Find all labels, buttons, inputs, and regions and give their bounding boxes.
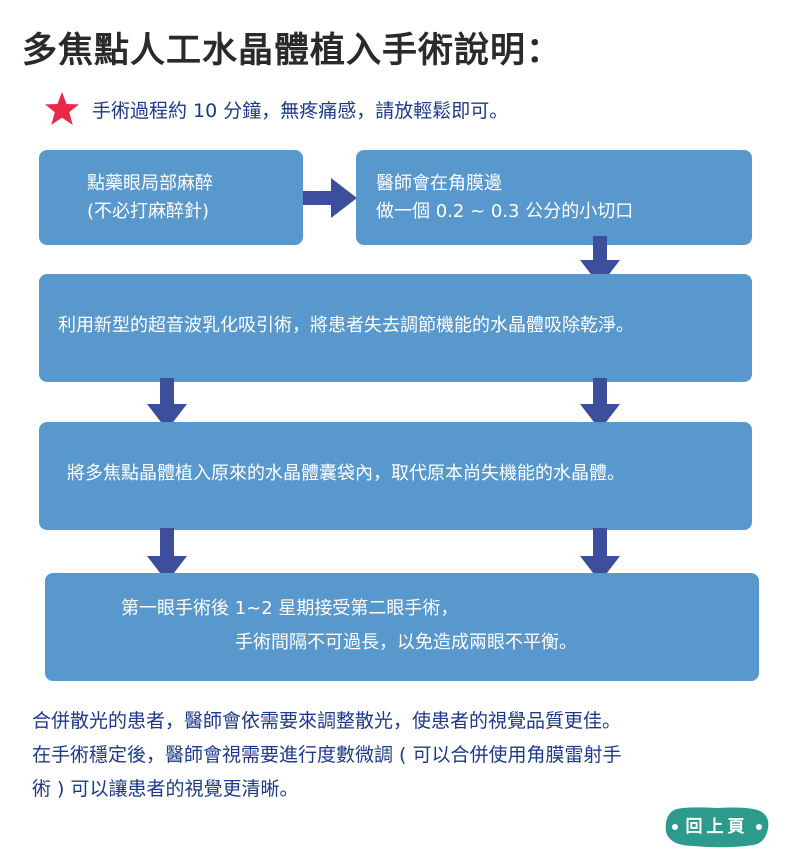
astigmatism-note-line1: 合併散光的患者，醫師會依需要來調整散光，使患者的視覺品質更佳。 [32,710,622,732]
procedure-note: 手術過程約 10 分鐘，無疼痛感，請放輕鬆即可。 [92,100,509,122]
astigmatism-note-line3: 術 ) 可以讓患者的視覺更清晰。 [32,778,299,800]
step-second-eye-box: 第一眼手術後 1~2 星期接受第二眼手術， 手術間隔不可過長，以免造成兩眼不平衡… [45,573,759,681]
astigmatism-note: 合併散光的患者，醫師會依需要來調整散光，使患者的視覺品質更佳。 在手術穩定後，醫… [32,704,782,806]
step-second-eye-line1: 第一眼手術後 1~2 星期接受第二眼手術， [121,598,459,619]
step-phaco-text: 利用新型的超音波乳化吸引術，將患者失去調節機能的水晶體吸除乾淨。 [58,315,634,336]
step-second-eye-line2: 手術間隔不可過長，以免造成兩眼不平衡。 [235,632,577,653]
step-anesthesia-line1: 點藥眼局部麻醉 [87,173,213,194]
back-button-shape [665,807,769,848]
step-phaco-box: 利用新型的超音波乳化吸引術，將患者失去調節機能的水晶體吸除乾淨。 [39,274,752,382]
down-arrow-icon [147,528,187,582]
right-arrow-icon [303,178,357,218]
down-arrow-icon [580,378,620,430]
page-title: 多焦點人工水晶體植入手術說明： [22,31,563,71]
step-implant-text: 將多焦點晶體植入原來的水晶體囊袋內，取代原本尚失機能的水晶體。 [67,463,625,484]
down-arrow-icon [580,528,620,582]
down-arrow-icon [147,378,187,430]
step-incision-line1: 醫師會在角膜邊 [376,173,502,194]
back-button[interactable]: 回上頁 [664,806,770,848]
step-anesthesia-line2: (不必打麻醉針) [87,201,210,222]
down-arrow-icon [580,236,620,286]
back-button-label: 回上頁 [685,817,749,837]
star-icon [45,92,79,125]
astigmatism-note-line2: 在手術穩定後，醫師會視需要進行度數微調 ( 可以合併使用角膜雷射手 [32,744,622,766]
step-incision-line2: 做一個 0.2 ~ 0.3 公分的小切口 [376,201,634,222]
step-implant-box: 將多焦點晶體植入原來的水晶體囊袋內，取代原本尚失機能的水晶體。 [39,422,752,530]
step-incision-box: 醫師會在角膜邊 做一個 0.2 ~ 0.3 公分的小切口 [356,150,752,245]
step-anesthesia-box: 點藥眼局部麻醉 (不必打麻醉針) [39,150,303,245]
